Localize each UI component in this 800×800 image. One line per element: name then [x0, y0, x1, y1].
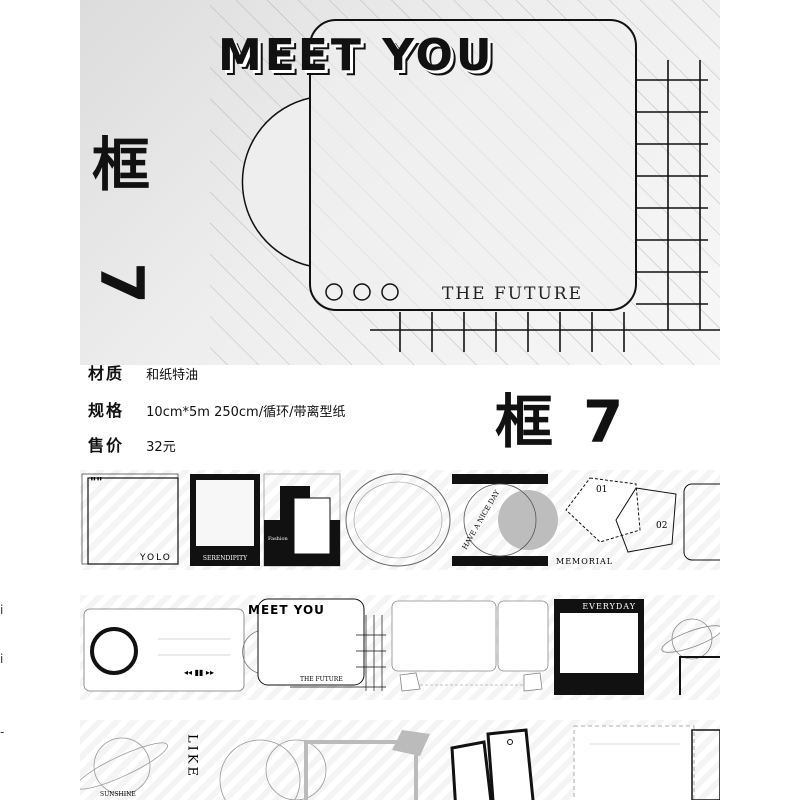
memorial-text: MEMORIAL: [556, 557, 613, 566]
spec-size: 规格 10cm*5m 250cm/循环/带离型纸: [88, 397, 345, 421]
hero-graphic: [210, 0, 720, 365]
half-circle: [241, 97, 311, 267]
tape-strip-2: ◂◂ ▮▮ ▸▸ MEET YOU THE FUTURE EVERYDAY: [80, 595, 720, 700]
spec-value: 32元: [146, 440, 176, 455]
spec-value: 和纸特油: [146, 368, 199, 383]
hero-banner: MEET YOU THE FUTURE: [80, 0, 720, 365]
strip2-future-text: THE FUTURE: [300, 676, 343, 683]
fashion-text: Fashion: [268, 536, 289, 542]
strip-3-graphic: SUNSHINE LIKE: [80, 725, 720, 800]
grid-lines: [370, 60, 720, 352]
tape-strip-1: "" YOLO SERENDIPITY Fashion HAVE A NICE …: [80, 470, 720, 570]
sunshine-text: SUNSHINE: [100, 791, 136, 798]
spec-label: 规格: [88, 401, 125, 420]
strip2-meet-text: MEET YOU: [248, 603, 325, 617]
edge-mark: i: [0, 603, 4, 617]
quote-mark: "": [90, 475, 103, 489]
spec-label: 售价: [88, 436, 125, 455]
product-title-number: 7: [583, 388, 654, 456]
dot-2: [353, 283, 371, 301]
spec-material: 材质 和纸特油: [88, 360, 198, 384]
hero-headline: MEET YOU: [218, 30, 495, 81]
product-title-char: 框: [495, 388, 584, 456]
side-character: 框: [92, 131, 151, 199]
spec-label: 材质: [88, 364, 125, 383]
nice-day-text: HAVE A NICE DAY: [461, 489, 502, 551]
dot-3: [381, 283, 399, 301]
side-number: 7: [85, 262, 156, 304]
main-frame: [309, 19, 637, 311]
spec-value: 10cm*5m 250cm/循环/带离型纸: [146, 405, 346, 420]
strip-2-graphic: ◂◂ ▮▮ ▸▸ MEET YOU THE FUTURE EVERYDAY: [83, 598, 720, 695]
memorial-number-1: 01: [596, 485, 607, 495]
dot-1: [325, 283, 343, 301]
svg-text:◂◂ ▮▮ ▸▸: ◂◂ ▮▮ ▸▸: [184, 668, 214, 677]
product-title: 框7: [495, 375, 653, 459]
spec-price: 售价 32元: [88, 432, 176, 456]
edge-mark: i: [0, 652, 4, 666]
like-text: LIKE: [185, 734, 200, 779]
strip-1-graphic: "" YOLO SERENDIPITY Fashion HAVE A NICE …: [81, 473, 720, 567]
everyday-text: EVERYDAY: [582, 602, 636, 611]
serendipity-text: SERENDIPITY: [203, 555, 248, 562]
edge-mark: -: [0, 725, 5, 739]
hero-tagline: THE FUTURE: [442, 284, 583, 304]
tape-strip-3: SUNSHINE LIKE: [80, 720, 720, 800]
memorial-number-2: 02: [656, 521, 667, 531]
yolo-text: YOLO: [139, 553, 172, 563]
